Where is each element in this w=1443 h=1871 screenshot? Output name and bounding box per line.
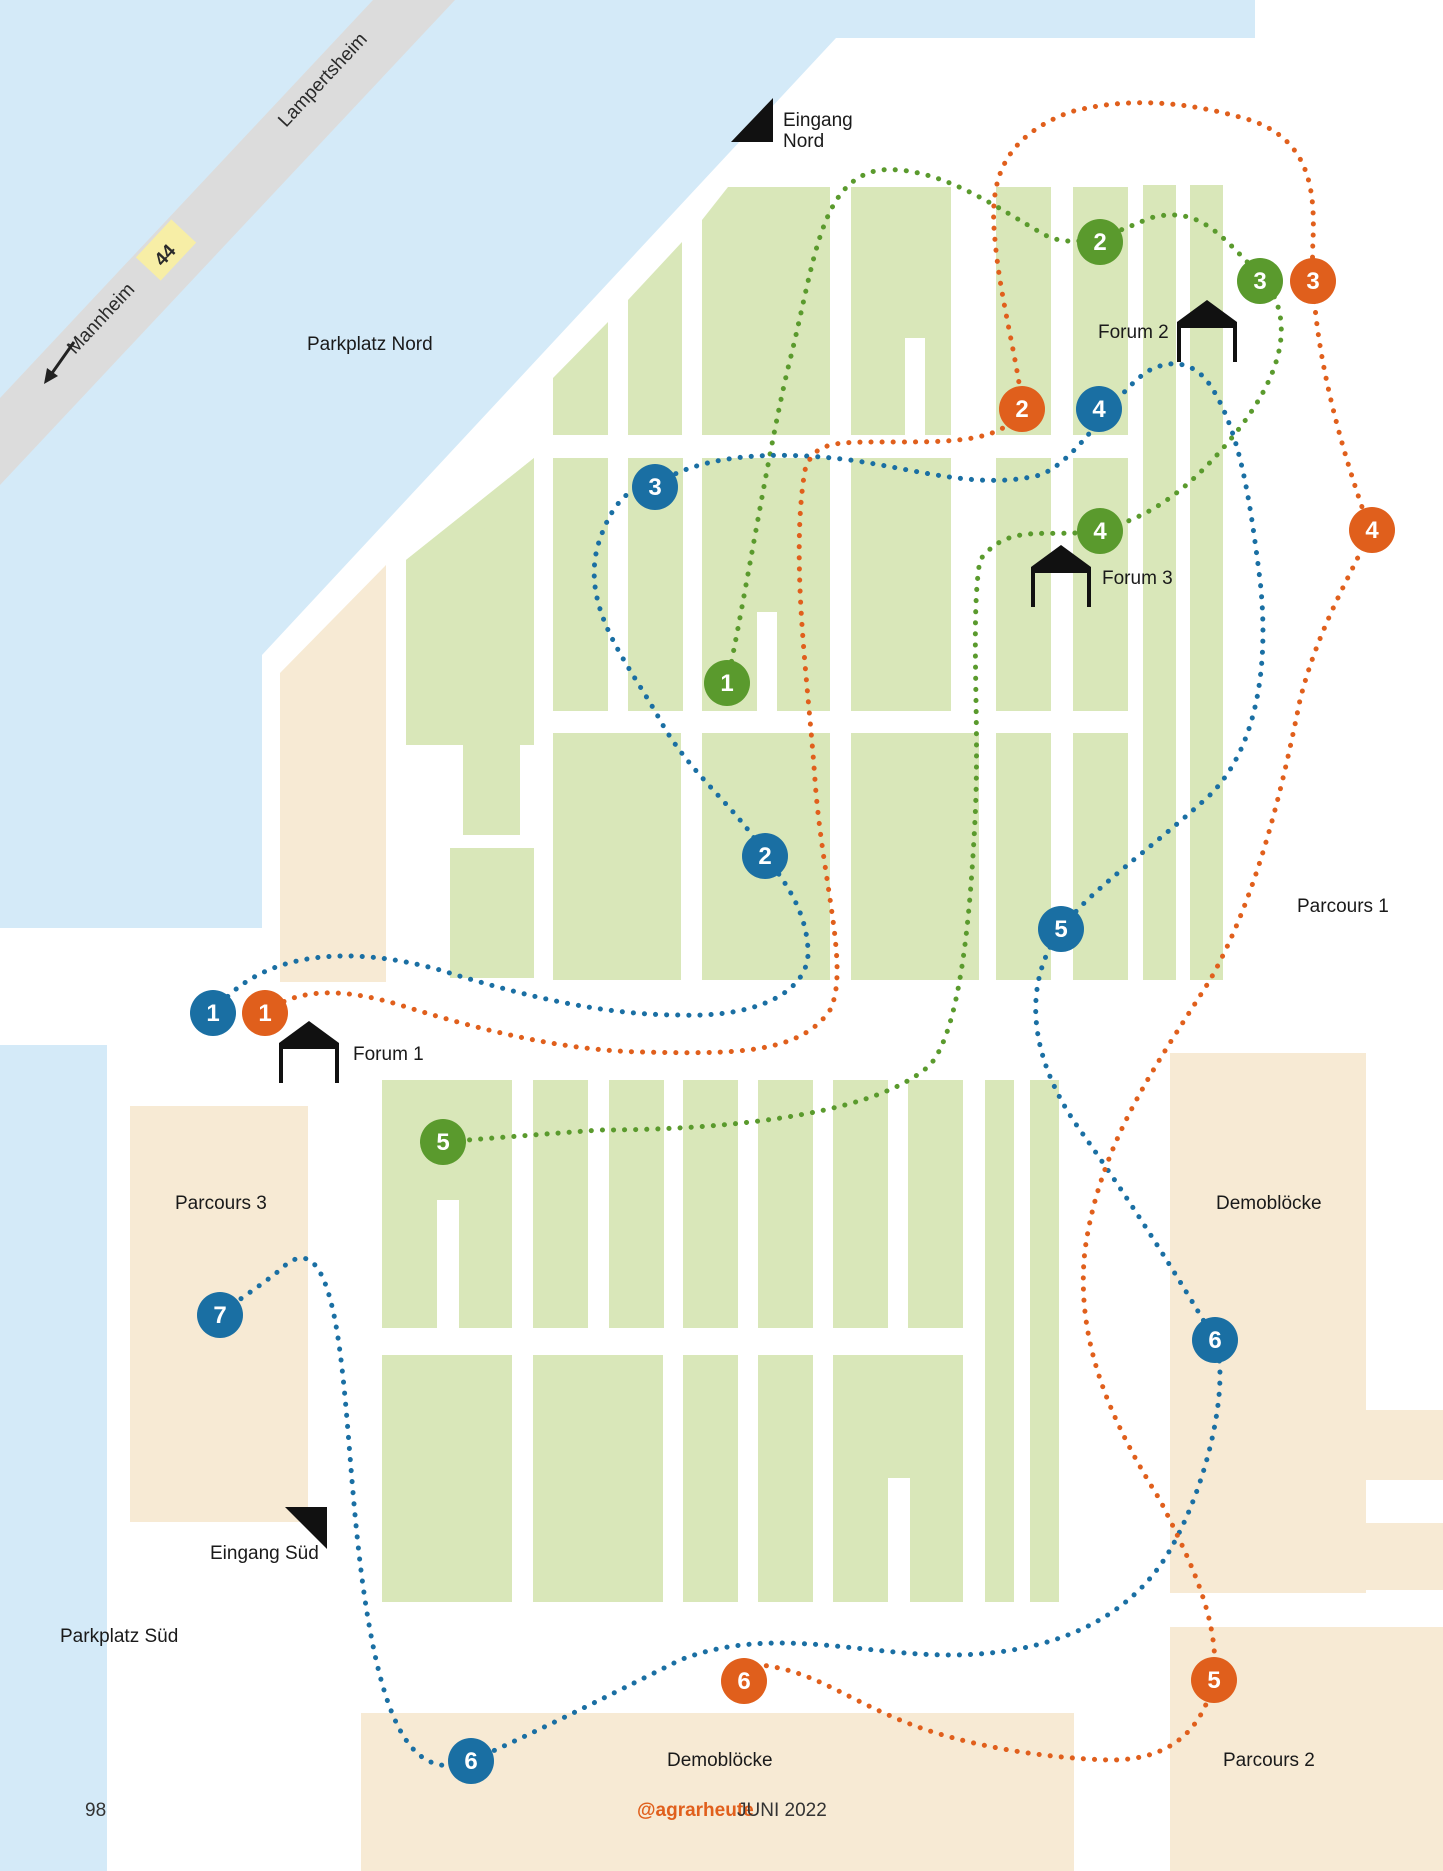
label-eingang-nord-1: Eingang <box>783 110 853 131</box>
green-route-stop-3: 3 <box>1237 258 1283 304</box>
label-parkplatz-sued: Parkplatz Süd <box>60 1626 178 1647</box>
green-route-stop-5: 5 <box>420 1119 466 1165</box>
field-blocks <box>382 185 1223 1602</box>
brand-name: agrarheute <box>656 1800 754 1821</box>
tent-icon <box>1031 545 1091 607</box>
blue-route-stop-3: 3 <box>632 464 678 510</box>
green-route-stop-2: 2 <box>1077 219 1123 265</box>
green-marker-number: 1 <box>720 670 733 697</box>
sand-areas <box>130 565 1443 1871</box>
tent-icon <box>279 1021 339 1083</box>
blue-marker-circle <box>1076 386 1122 432</box>
green-marker-number: 5 <box>436 1129 449 1156</box>
orange-marker-circle <box>1349 507 1395 553</box>
green-route-stop-1: 1 <box>704 660 750 706</box>
blue-marker-circle <box>742 833 788 879</box>
blue-route-stop-2: 2 <box>742 833 788 879</box>
map-labels: Parkplatz Nord Eingang Nord Forum 2 Foru… <box>60 110 1389 1771</box>
label-parcours1: Parcours 1 <box>1297 896 1389 917</box>
blue-marker-circle <box>632 464 678 510</box>
blue-route-stop-7: 6 <box>448 1738 494 1784</box>
blue-route-stop-6: 6 <box>1192 1317 1238 1363</box>
orange-marker-number: 4 <box>1365 517 1379 544</box>
water-southwest <box>0 1045 107 1871</box>
green-route-stop-4: 4 <box>1077 508 1123 554</box>
tent-icon <box>1177 300 1237 362</box>
blue-route-stop-8: 7 <box>197 1292 243 1338</box>
sand-west-strip <box>280 565 386 982</box>
green-marker-number: 3 <box>1253 268 1266 295</box>
blue-marker-number: 7 <box>213 1302 226 1329</box>
green-marker-circle <box>704 660 750 706</box>
blue-marker-circle <box>1192 1317 1238 1363</box>
orange-marker-circle <box>999 386 1045 432</box>
route-green <box>437 167 1284 1145</box>
label-parkplatz-nord: Parkplatz Nord <box>307 334 433 355</box>
entrance-flag-icon <box>285 1507 327 1549</box>
label-forum1: Forum 1 <box>353 1044 424 1065</box>
route-markers: 1 2 3 4 5 1 2 3 4 5 6 6 7 1 2 3 4 5 6 <box>190 219 1395 1784</box>
blue-marker-circle <box>448 1738 494 1784</box>
entrance-flag-icon <box>731 98 773 142</box>
orange-route-stop-5: 5 <box>1191 1657 1237 1703</box>
blue-marker-circle <box>1038 906 1084 952</box>
label-parcours2: Parcours 2 <box>1223 1750 1315 1771</box>
blue-route-stop-5: 5 <box>1038 906 1084 952</box>
arrow-icon <box>44 341 76 384</box>
green-marker-number: 4 <box>1093 518 1107 545</box>
road-band <box>0 0 455 485</box>
blue-marker-number: 4 <box>1092 396 1106 423</box>
orange-marker-circle <box>1290 258 1336 304</box>
page-footer: 98 @agrarheute JUNI 2022 <box>85 1800 827 1821</box>
blue-marker-number: 5 <box>1054 916 1067 943</box>
orange-marker-circle <box>1191 1657 1237 1703</box>
blue-route-stop-1: 1 <box>190 990 236 1036</box>
green-marker-circle <box>1237 258 1283 304</box>
water-areas <box>0 0 1255 1871</box>
orange-marker-number: 5 <box>1207 1667 1220 1694</box>
orange-marker-circle <box>242 990 288 1036</box>
label-forum3: Forum 3 <box>1102 568 1173 589</box>
page-number: 98 <box>85 1800 106 1821</box>
orange-marker-circle <box>721 1658 767 1704</box>
blue-marker-number: 6 <box>1208 1327 1221 1354</box>
green-marker-circle <box>420 1119 466 1165</box>
blue-marker-number: 6 <box>464 1748 477 1775</box>
issue-date: JUNI 2022 <box>737 1800 827 1821</box>
orange-marker-number: 2 <box>1015 396 1028 423</box>
blue-marker-number: 1 <box>206 1000 219 1027</box>
water-north <box>0 0 1255 928</box>
orange-marker-number: 6 <box>737 1668 750 1695</box>
green-marker-number: 2 <box>1093 229 1106 256</box>
brand-prefix: @ <box>637 1800 656 1821</box>
orange-route-stop-6: 6 <box>721 1658 767 1704</box>
label-parcours3: Parcours 3 <box>175 1193 267 1214</box>
orange-marker-number: 1 <box>258 1000 271 1027</box>
label-eingang-nord-2: Nord <box>783 131 824 152</box>
label-demobloecke-south: Demoblöcke <box>667 1750 773 1771</box>
orange-route-stop-4: 4 <box>1349 507 1395 553</box>
label-forum2: Forum 2 <box>1098 322 1169 343</box>
brand-logo: @agrarheute <box>637 1800 754 1821</box>
green-marker-circle <box>1077 508 1123 554</box>
blue-route-stop-4: 4 <box>1076 386 1122 432</box>
label-demobloecke-east: Demoblöcke <box>1216 1193 1322 1214</box>
label-eingang-sued: Eingang Süd <box>210 1543 319 1564</box>
blue-marker-number: 3 <box>648 474 661 501</box>
orange-route-stop-2: 2 <box>999 386 1045 432</box>
orange-route-stop-3: 3 <box>1290 258 1336 304</box>
blue-marker-circle <box>197 1292 243 1338</box>
sand-demobloecke-south <box>361 1713 1074 1871</box>
orange-marker-number: 3 <box>1306 268 1319 295</box>
blue-marker-circle <box>190 990 236 1036</box>
green-marker-circle <box>1077 219 1123 265</box>
orange-route-stop-1: 1 <box>242 990 288 1036</box>
blue-marker-number: 2 <box>758 843 771 870</box>
